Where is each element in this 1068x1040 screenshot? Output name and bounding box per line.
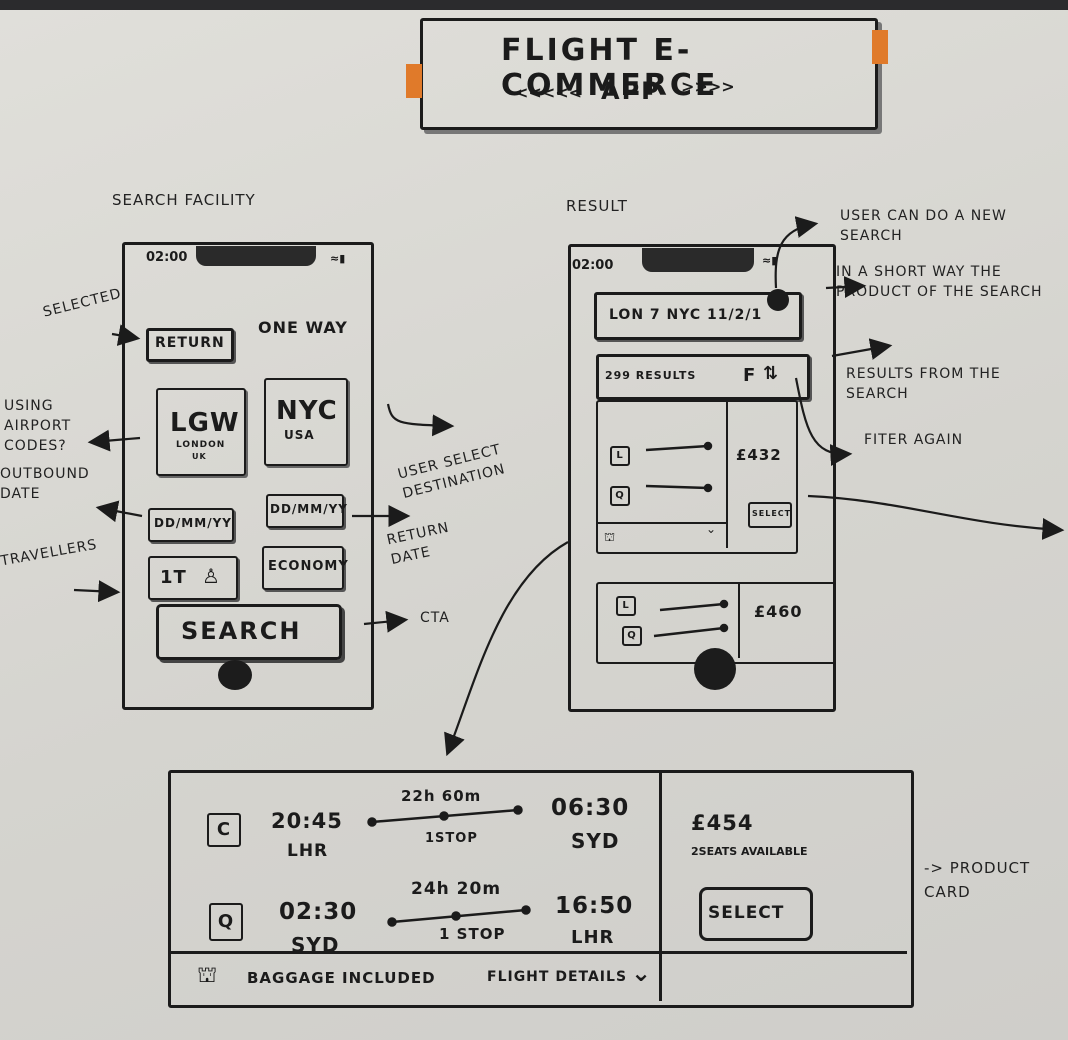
results-filter-bar: 299 RESULTS F ⇅ bbox=[596, 354, 810, 400]
search-summary-bar[interactable]: LON 7 NYC 11/2/1 bbox=[594, 289, 802, 340]
product-card-footer-divider bbox=[171, 951, 907, 954]
baggage-icon: ⛫ bbox=[197, 963, 218, 988]
card1-chevron-down-icon[interactable]: ⌄ bbox=[706, 522, 717, 536]
flight-details-link[interactable]: FLIGHT DETAILS bbox=[487, 969, 628, 985]
return-toggle[interactable]: RETURN bbox=[146, 328, 234, 362]
inbound-airline-logo: Q bbox=[209, 903, 243, 941]
result-status-time: 02:00 bbox=[572, 258, 614, 273]
card1-airline-a: L bbox=[610, 446, 630, 466]
outbound-airline-logo: C bbox=[207, 813, 241, 847]
result-phone-frame bbox=[568, 244, 836, 712]
origin-code: LGW bbox=[170, 408, 240, 438]
product-select-label: SELECT bbox=[708, 903, 785, 923]
outbound-arrive-airport: SYD bbox=[571, 829, 620, 853]
page-title: FLIGHT E-COMMERCE bbox=[501, 33, 719, 103]
result-home-button-icon[interactable] bbox=[694, 648, 736, 690]
inbound-depart-airport: SYD bbox=[291, 933, 340, 957]
product-select-button[interactable]: SELECT bbox=[699, 887, 813, 941]
note-outbound-date: OUTBOUND DATE bbox=[0, 466, 90, 502]
product-card[interactable]: C 20:45 LHR 22h 60m 1STOP 06:30 SYD Q 02… bbox=[168, 770, 914, 1008]
seats-available: 2SEATS AVAILABLE bbox=[691, 845, 808, 858]
card2-divider bbox=[738, 584, 740, 658]
edit-search-icon[interactable] bbox=[767, 289, 789, 311]
travellers-field[interactable]: 1T ♙ bbox=[148, 556, 238, 600]
search-section-label: SEARCH FACILITY bbox=[112, 191, 256, 209]
inbound-duration: 24h 20m bbox=[411, 879, 502, 899]
right-arrows: >>>> bbox=[681, 77, 735, 96]
title-banner: FLIGHT E-COMMERCE APP <<<<< >>>> bbox=[420, 18, 878, 130]
inbound-stops: 1 STOP bbox=[439, 925, 506, 943]
note-new-search: USER CAN DO A NEW SEARCH bbox=[840, 208, 1007, 244]
outbound-arrive-time: 06:30 bbox=[551, 795, 630, 821]
search-summary-text: LON 7 NYC 11/2/1 bbox=[609, 307, 763, 323]
outbound-date-field[interactable]: DD/MM/YY bbox=[148, 508, 234, 542]
inbound-depart-time: 02:30 bbox=[279, 899, 358, 925]
outbound-depart-airport: LHR bbox=[287, 841, 329, 861]
result-status-icons: ≈▮ bbox=[762, 254, 778, 267]
card2-airline-b: Q bbox=[622, 626, 642, 646]
outbound-depart-time: 20:45 bbox=[271, 809, 343, 833]
travellers-value: 1T bbox=[160, 567, 187, 588]
search-phone-frame bbox=[122, 242, 374, 710]
return-date-field[interactable]: DD/MM/YY bbox=[266, 494, 347, 528]
card1-baggage-icon: ⛫ bbox=[604, 530, 616, 544]
outbound-stops: 1STOP bbox=[425, 831, 478, 846]
results-count: 299 RESULTS bbox=[605, 369, 697, 382]
origin-city: LONDON bbox=[176, 440, 226, 450]
note-short-way: IN A SHORT WAY THE PRODUCT OF THE SEARCH bbox=[836, 264, 1043, 300]
outbound-duration: 22h 60m bbox=[401, 787, 482, 805]
return-date-value: DD/MM/YY bbox=[270, 502, 348, 516]
card1-price: £432 bbox=[736, 446, 782, 464]
home-button-icon[interactable] bbox=[218, 660, 252, 690]
note-cta: CTA bbox=[420, 610, 450, 626]
card1-select-button[interactable]: SELECT bbox=[748, 502, 792, 528]
product-price: £454 bbox=[691, 811, 754, 835]
origin-airport-button[interactable]: LGW LONDON UK bbox=[156, 388, 246, 476]
note-filter-again: FITER AGAIN bbox=[864, 432, 964, 448]
dest-code: NYC bbox=[276, 396, 338, 426]
card1-divider bbox=[726, 402, 728, 548]
destination-airport-button[interactable]: NYC USA bbox=[264, 378, 348, 466]
person-icon: ♙ bbox=[202, 564, 221, 588]
search-button[interactable]: SEARCH bbox=[156, 604, 342, 660]
card1-baggage-divider bbox=[598, 522, 726, 524]
note-product-card: -> PRODUCT CARD bbox=[924, 859, 1031, 901]
cabin-class-field[interactable]: ECONOMY bbox=[262, 546, 348, 590]
status-icons: ≈▮ bbox=[330, 252, 346, 265]
card2-price: £460 bbox=[754, 602, 803, 621]
result-section-label: RESULT bbox=[566, 197, 628, 215]
card1-airline-b: Q bbox=[610, 486, 630, 506]
card2-airline-a: L bbox=[616, 596, 636, 616]
return-label: RETURN bbox=[155, 335, 225, 351]
notch bbox=[196, 246, 316, 266]
note-airport-codes: USING AIRPORT CODES? bbox=[4, 398, 72, 454]
left-arrows: <<<<< bbox=[515, 83, 583, 102]
details-chevron-down-icon[interactable]: ⌄ bbox=[631, 959, 652, 987]
baggage-included: BAGGAGE INCLUDED bbox=[247, 969, 436, 987]
sort-icon[interactable]: ⇅ bbox=[763, 363, 780, 384]
dest-country: USA bbox=[284, 428, 315, 442]
status-time: 02:00 bbox=[146, 250, 188, 265]
tape-right bbox=[872, 30, 888, 64]
note-results-from-search: RESULTS FROM THE SEARCH bbox=[846, 366, 1001, 402]
page-subtitle: APP bbox=[601, 77, 661, 105]
filter-label[interactable]: F bbox=[743, 365, 757, 386]
inbound-arrive-airport: LHR bbox=[571, 927, 615, 948]
result-notch bbox=[642, 248, 754, 272]
tape-left bbox=[406, 64, 422, 98]
outbound-date-value: DD/MM/YY bbox=[154, 516, 232, 530]
product-card-divider bbox=[659, 773, 662, 1001]
oneway-toggle[interactable]: ONE WAY bbox=[258, 318, 348, 337]
inbound-arrive-time: 16:50 bbox=[555, 893, 634, 919]
origin-country: UK bbox=[192, 452, 207, 461]
result-card-1[interactable]: L Q £432 SELECT ⛫ ⌄ bbox=[596, 400, 798, 554]
search-button-label: SEARCH bbox=[181, 617, 302, 645]
cabin-class-value: ECONOMY bbox=[268, 559, 349, 574]
